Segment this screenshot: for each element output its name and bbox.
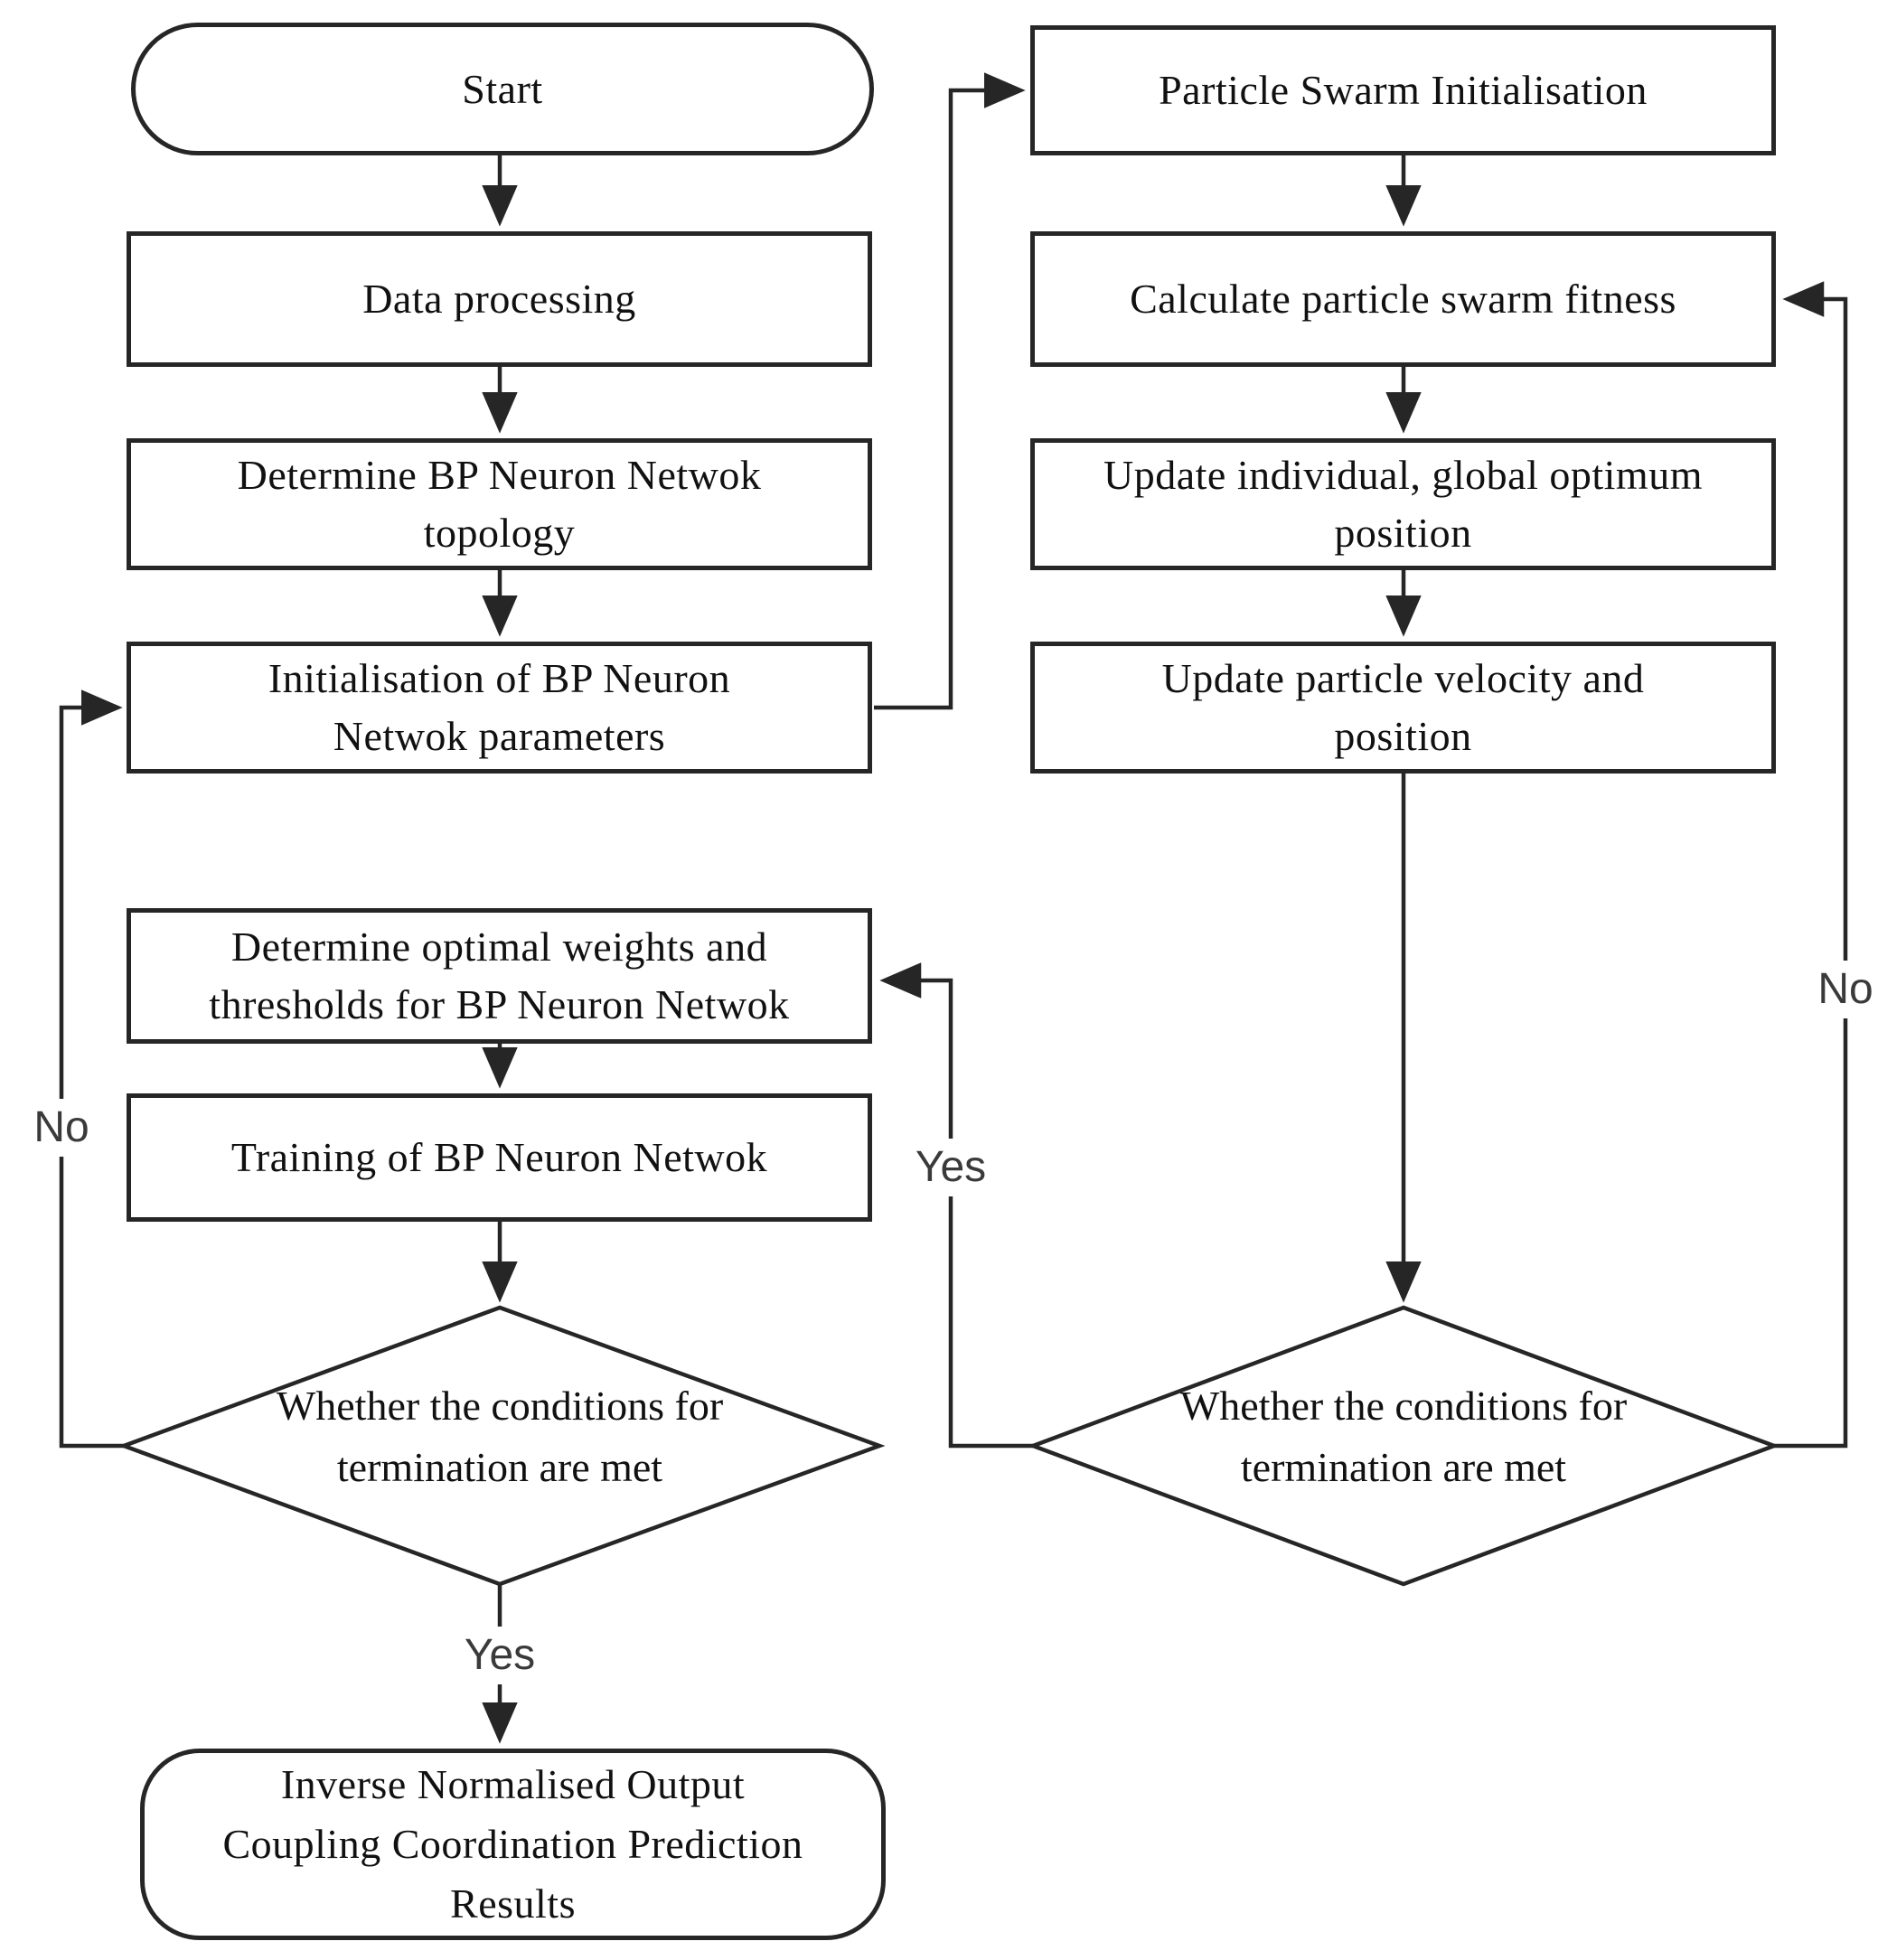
right-decision-line2: termination are met [1240, 1444, 1567, 1490]
arrow-left-no-loop [59, 689, 124, 1449]
left-decision-line1: Whether the conditions for [276, 1383, 724, 1429]
output-terminator: Inverse Normalised Output Coupling Coord… [140, 1749, 886, 1940]
start-terminator: Start [131, 23, 874, 155]
update-velocity-line1: Update particle velocity and [1161, 655, 1645, 701]
determine-optimal-line1: Determine optimal weights and [230, 924, 768, 970]
update-optimum-line2: position [1334, 510, 1472, 556]
right-decision-text: Whether the conditions for termination a… [1069, 1364, 1738, 1509]
left-no-label: No [24, 1099, 99, 1157]
output-line1: Inverse Normalised Output [280, 1761, 746, 1807]
training-step: Training of BP Neuron Netwok [127, 1093, 872, 1222]
arrow-yes-to-optimal [879, 962, 1033, 1449]
determine-topology-line1: Determine BP Neuron Netwok [237, 452, 762, 498]
data-processing-step: Data processing [127, 231, 872, 367]
update-optimum-line1: Update individual, global optimum [1103, 452, 1703, 498]
bottom-yes-label: Yes [455, 1627, 545, 1684]
mid-yes-label: Yes [906, 1139, 996, 1196]
output-line3: Results [450, 1880, 576, 1927]
right-no-label: No [1808, 961, 1878, 1018]
training-label: Training of BP Neuron Netwok [230, 1134, 768, 1180]
right-decision-line1: Whether the conditions for [1179, 1383, 1628, 1429]
pso-initialisation-step: Particle Swarm Initialisation [1030, 25, 1776, 155]
arrow-right-no-loop [1774, 281, 1848, 1449]
initialisation-line1: Initialisation of BP Neuron [268, 655, 731, 701]
determine-optimal-step: Determine optimal weights and thresholds… [127, 908, 872, 1044]
determine-topology-line2: topology [423, 510, 576, 556]
right-decision-diamond-shape [1027, 1305, 1780, 1587]
left-decision-text: Whether the conditions for termination a… [165, 1364, 834, 1509]
output-line2: Coupling Coordination Prediction [222, 1821, 803, 1867]
arrow-initialisation-to-pso [874, 72, 1026, 710]
determine-optimal-line2: thresholds for BP Neuron Netwok [209, 981, 790, 1027]
determine-topology-step: Determine BP Neuron Netwok topology [127, 438, 872, 570]
initialisation-step: Initialisation of BP Neuron Netwok param… [127, 642, 872, 774]
start-label: Start [462, 65, 543, 112]
data-processing-label: Data processing [362, 276, 636, 322]
pso-initialisation-label: Particle Swarm Initialisation [1159, 67, 1648, 113]
initialisation-line2: Netwok parameters [333, 713, 666, 759]
fitness-step: Calculate particle swarm fitness [1030, 231, 1776, 367]
update-velocity-line2: position [1334, 713, 1472, 759]
update-optimum-step: Update individual, global optimum positi… [1030, 438, 1776, 570]
left-decision-line2: termination are met [336, 1444, 663, 1490]
fitness-label: Calculate particle swarm fitness [1130, 276, 1676, 322]
update-velocity-step: Update particle velocity and position [1030, 642, 1776, 774]
